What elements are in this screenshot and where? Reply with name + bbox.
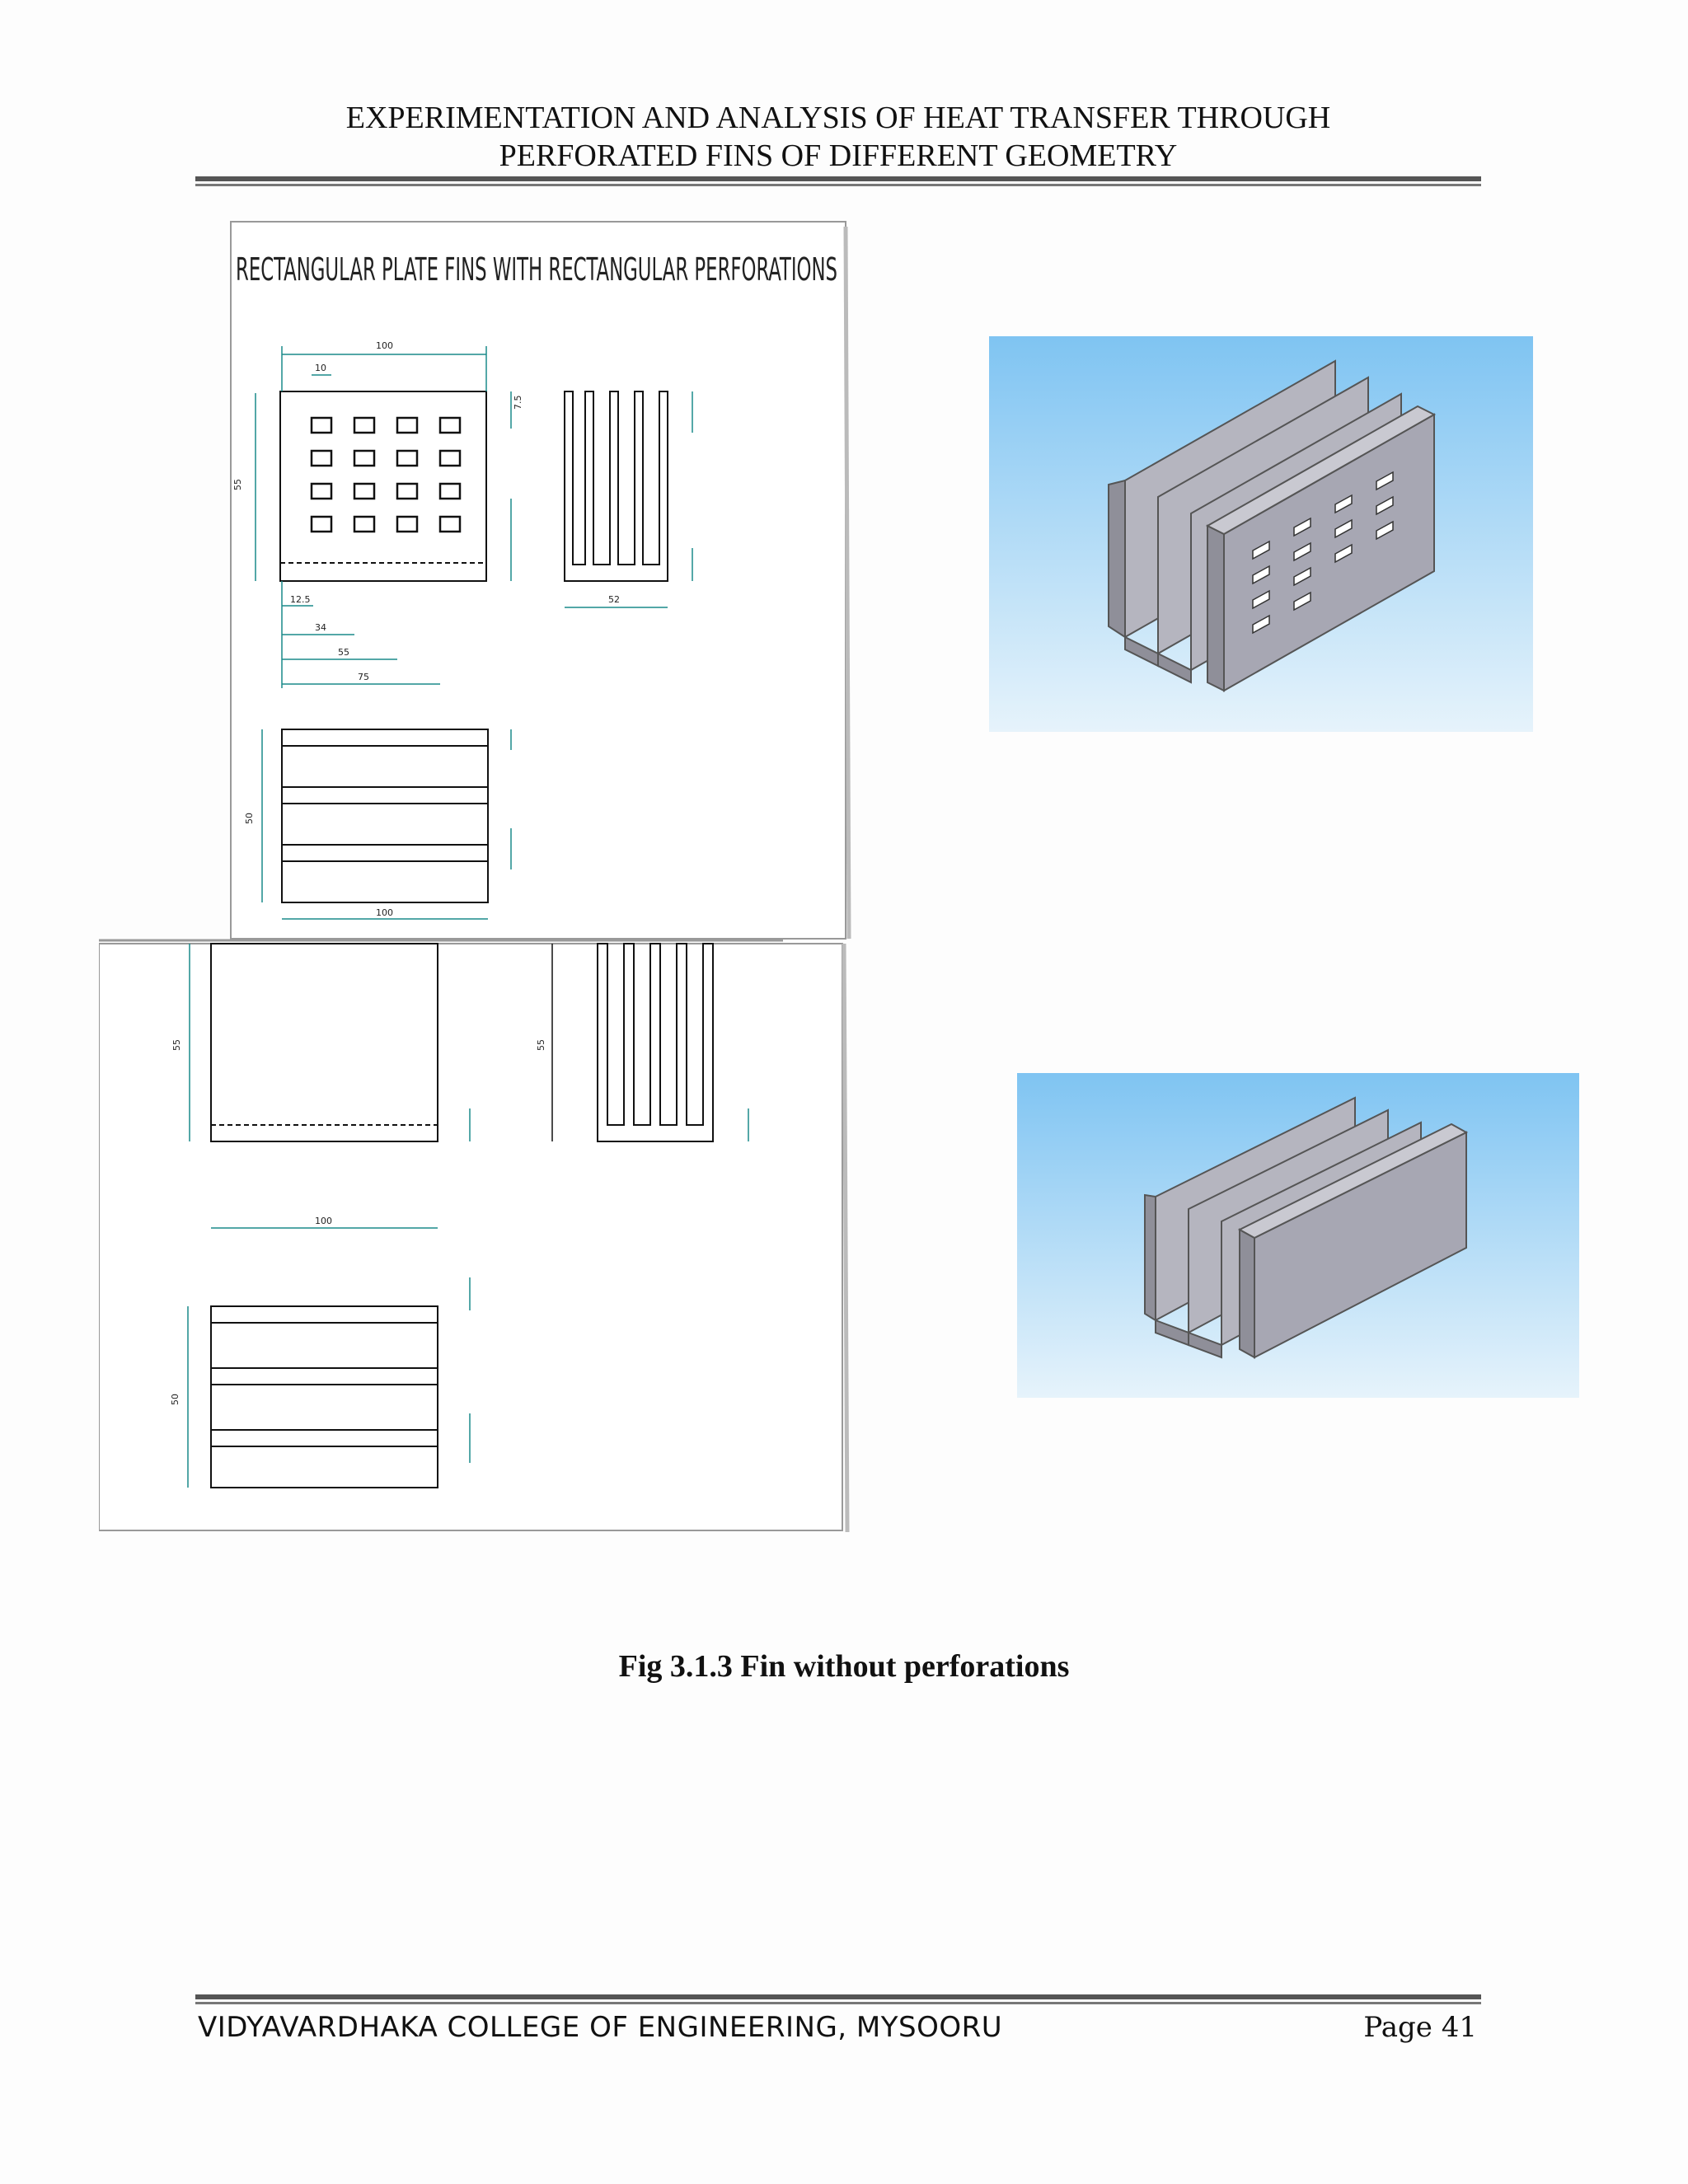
- dim-55-plain-side: 55: [536, 1039, 546, 1051]
- side-view-plain: [597, 943, 714, 1142]
- dim-100-lower: 100: [376, 907, 393, 918]
- dim-100-top: 100: [376, 340, 393, 351]
- dim-12-5: 12.5: [290, 594, 311, 605]
- dim-55-left: 55: [232, 479, 243, 490]
- top-view-perforated: [281, 729, 489, 903]
- header-rule: [195, 176, 1481, 188]
- header-title-line2: PERFORATED FINS OF DIFFERENT GEOMETRY: [499, 138, 1178, 173]
- footer-page-number: Page 41: [1363, 2011, 1477, 2044]
- dim-52: 52: [608, 594, 620, 605]
- dim-7-5: 7.5: [513, 396, 523, 410]
- side-view-perforated: [564, 391, 668, 582]
- dim-34: 34: [315, 622, 326, 633]
- dim-100-plain: 100: [315, 1216, 332, 1226]
- drawing-title: RECTANGULAR PLATE FINS WITH RECTANGULAR …: [236, 251, 837, 288]
- dim-50-plain: 50: [170, 1394, 181, 1405]
- plain-fin-render: [1017, 1073, 1579, 1398]
- perforated-fin-render: [989, 336, 1533, 732]
- dim-55-bottom: 55: [338, 647, 349, 658]
- footer-rule: [195, 1994, 1481, 2006]
- top-view-plain: [210, 1305, 438, 1488]
- header-title-line1: EXPERIMENTATION AND ANALYSIS OF HEAT TRA…: [345, 101, 1331, 135]
- front-view-perforated: [279, 391, 487, 582]
- engineering-drawing: RECTANGULAR PLATE FINS WITH RECTANGULAR …: [99, 218, 882, 1537]
- dim-10-top: 10: [315, 363, 326, 373]
- dim-75: 75: [358, 672, 369, 682]
- front-view-plain: [210, 943, 438, 1142]
- footer-college: VIDYAVARDHAKA COLLEGE OF ENGINEERING, MY…: [198, 2011, 1003, 2044]
- figure-caption: Fig 3.1.3 Fin without perforations: [618, 1649, 1070, 1684]
- dim-50-left: 50: [244, 813, 255, 824]
- header-title: EXPERIMENTATION AND ANALYSIS OF HEAT TRA…: [195, 99, 1481, 175]
- dim-55-plain-front: 55: [171, 1039, 182, 1051]
